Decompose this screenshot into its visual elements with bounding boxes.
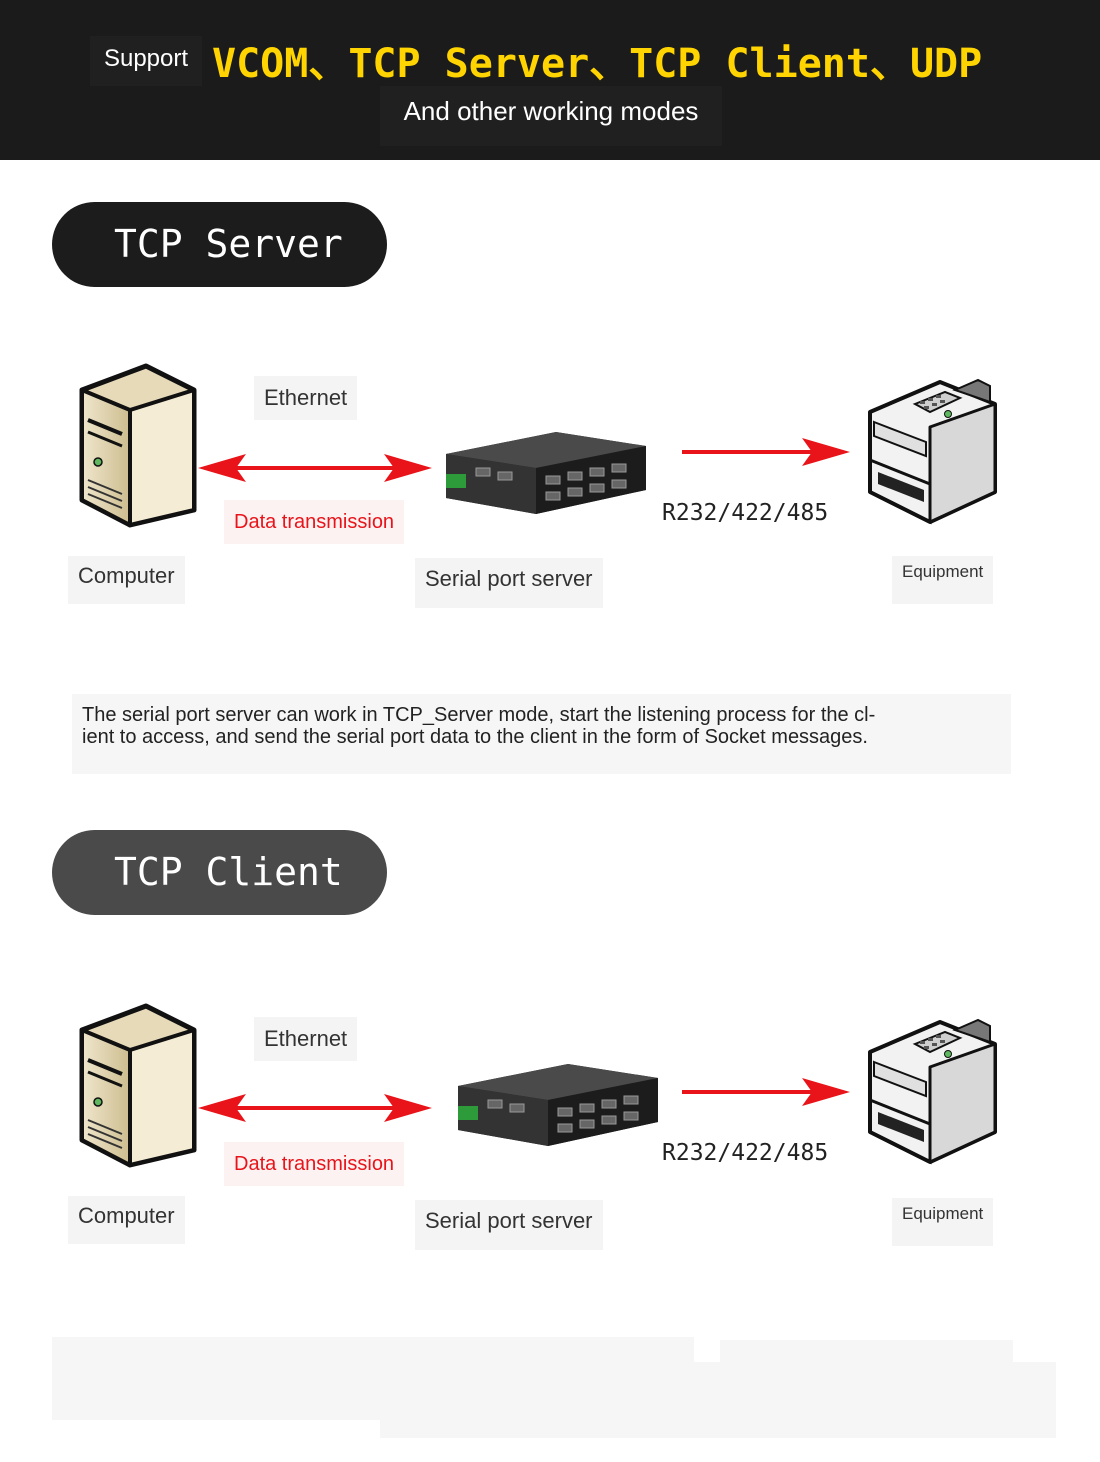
description-box: The serial port server can work in TCP_S…: [72, 694, 1011, 774]
right-arrow-icon: [682, 438, 850, 466]
serial-port-server-label: Serial port server: [415, 558, 603, 608]
description-text: The serial port server can work in TCP_S…: [82, 704, 876, 748]
banner-subtitle: And other working modes: [380, 86, 722, 146]
protocol-label: R232/422/485: [662, 1140, 829, 1166]
ethernet-label: Ethernet: [254, 1017, 358, 1061]
computer-icon: [74, 1000, 206, 1172]
serial-port-server-icon: [458, 1064, 659, 1147]
support-label: Support: [90, 36, 202, 86]
serial-port-server-icon: [446, 432, 647, 515]
bidirectional-arrow-icon: [198, 454, 432, 482]
blank-panel: [52, 1337, 694, 1420]
printer-icon: [868, 378, 997, 524]
serial-port-server-label: Serial port server: [415, 1200, 603, 1250]
protocol-label: R232/422/485: [662, 500, 829, 526]
computer-label: Computer: [68, 556, 185, 604]
data-transmission-label: Data transmission: [224, 500, 405, 544]
blank-panel: [380, 1418, 700, 1438]
computer-icon: [74, 360, 206, 532]
equipment-label: Equipment: [892, 556, 994, 604]
right-arrow-icon: [682, 1078, 850, 1106]
section-title-tcp-client: TCP Client: [52, 830, 387, 915]
section-title-tcp-server: TCP Server: [52, 202, 387, 287]
header-banner: Support VCOM、TCP Server、TCP Client、UDP A…: [0, 0, 1100, 160]
equipment-label: Equipment: [892, 1198, 994, 1246]
computer-label: Computer: [68, 1196, 185, 1244]
printer-icon: [868, 1018, 997, 1164]
data-transmission-label: Data transmission: [224, 1142, 405, 1186]
ethernet-label: Ethernet: [254, 376, 358, 420]
bidirectional-arrow-icon: [198, 1094, 432, 1122]
modes-title: VCOM、TCP Server、TCP Client、UDP: [212, 41, 983, 87]
blank-panel: [694, 1362, 1056, 1438]
